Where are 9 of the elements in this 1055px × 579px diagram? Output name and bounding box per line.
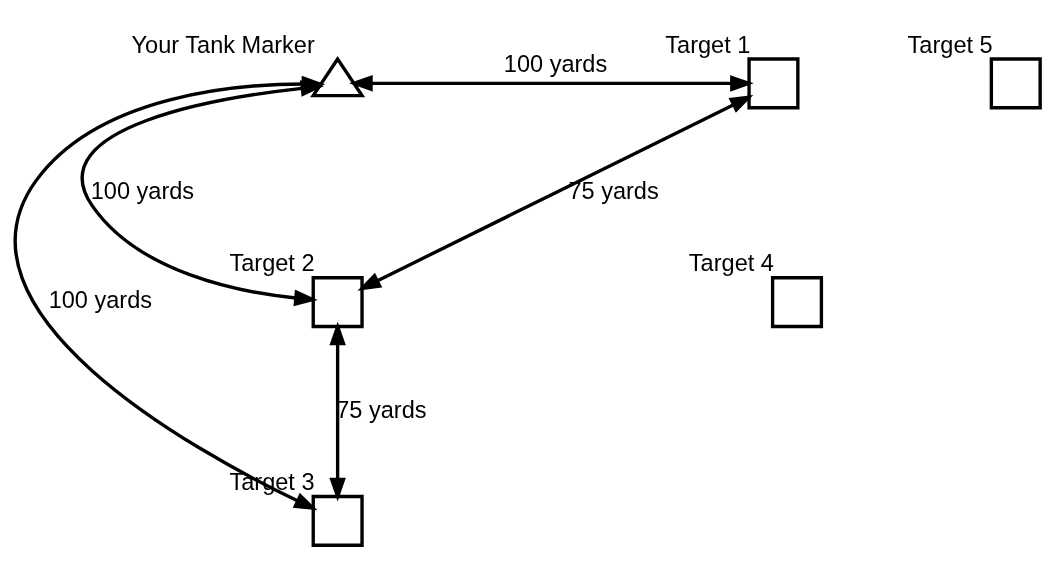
node-label: Target 2 (229, 250, 315, 277)
edge-label: 75 yards (336, 396, 427, 423)
node-label: Target 5 (907, 31, 993, 58)
node-label: Target 4 (688, 250, 774, 277)
node-label: Your Tank Marker (131, 31, 315, 58)
edge-label: 100 yards (90, 177, 195, 204)
node-label: Target 1 (665, 31, 751, 58)
edge-label: 100 yards (48, 287, 153, 314)
edge-label: 100 yards (503, 50, 608, 77)
